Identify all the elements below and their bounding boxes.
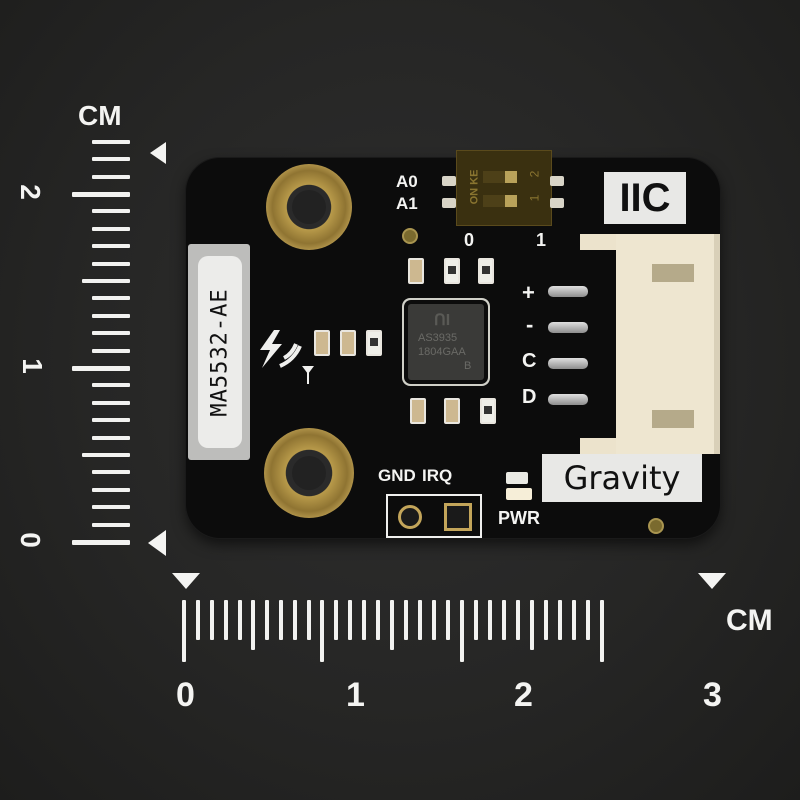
antenna-label: MA5532-AE — [198, 256, 242, 448]
ruler-marker-right-icon — [698, 573, 726, 589]
connector-pin — [548, 394, 588, 405]
as3935-chip: ꓵI AS3935 1804GAA B — [408, 304, 484, 380]
antenna-module: MA5532-AE — [188, 244, 250, 460]
capacitor — [410, 398, 426, 424]
sensor-board: MA5532-AE A0 A1 ON KE 2 1 0 1 IIC — [186, 150, 720, 538]
switch-toggle-1[interactable] — [483, 171, 517, 183]
connector-pin — [548, 286, 588, 297]
switch-scale-0: 0 — [464, 230, 475, 250]
gravity-iic-connector[interactable] — [580, 234, 726, 454]
resistor — [480, 398, 496, 424]
connector-pin — [548, 322, 588, 333]
capacitor — [408, 258, 424, 284]
resistor — [478, 258, 494, 284]
horizontal-ruler-unit: CM — [726, 604, 773, 637]
vertical-ruler-label-1: 1 — [16, 358, 48, 374]
via — [648, 518, 664, 534]
switch-scale-1: 1 — [536, 230, 547, 250]
pwr-label: PWR — [498, 508, 540, 528]
horizontal-ruler-label-2: 2 — [514, 676, 533, 714]
address-dip-switch[interactable]: ON KE 2 1 — [456, 150, 552, 226]
irq-pad[interactable] — [444, 503, 472, 531]
horizontal-ruler: CM 0 1 2 3 — [160, 560, 800, 730]
capacitor — [314, 330, 330, 356]
vertical-ruler-label-0: 0 — [14, 532, 46, 548]
gravity-brand-badge: Gravity — [542, 454, 702, 502]
ruler-marker-top-icon — [150, 142, 166, 164]
header-label-gnd: GND — [378, 466, 416, 485]
address-label-a0: A0 — [396, 172, 418, 191]
pin-label-vcc: + — [522, 280, 535, 305]
via — [402, 228, 418, 244]
vertical-ruler: CM 2 1 0 — [0, 90, 180, 560]
pwr-led — [506, 488, 532, 500]
resistor — [444, 258, 460, 284]
horizontal-ruler-label-0: 0 — [176, 676, 195, 714]
lightning-sensor-icon — [258, 328, 318, 388]
pwr-resistor — [506, 472, 528, 484]
ruler-marker-left-icon — [172, 573, 200, 589]
vertical-ruler-label-2: 2 — [14, 184, 46, 200]
ruler-marker-bottom-icon — [148, 530, 166, 556]
connector-pin — [548, 358, 588, 369]
header-label-irq: IRQ — [422, 466, 453, 485]
pin-label-gnd: - — [526, 312, 534, 337]
mounting-hole-bottom — [264, 428, 354, 518]
pin-label-sda: D — [522, 386, 537, 408]
gnd-pad[interactable] — [398, 505, 422, 529]
iic-badge: IIC — [604, 172, 686, 224]
irq-header[interactable] — [386, 494, 482, 538]
switch-toggle-2[interactable] — [483, 195, 517, 207]
resistor — [366, 330, 382, 356]
horizontal-ruler-label-1: 1 — [346, 676, 365, 714]
mounting-hole-top — [266, 164, 352, 250]
capacitor — [340, 330, 356, 356]
vertical-ruler-unit: CM — [78, 100, 122, 131]
horizontal-ruler-label-3: 3 — [703, 676, 722, 714]
capacitor — [444, 398, 460, 424]
pin-label-scl: C — [522, 350, 537, 372]
address-label-a1: A1 — [396, 194, 418, 213]
